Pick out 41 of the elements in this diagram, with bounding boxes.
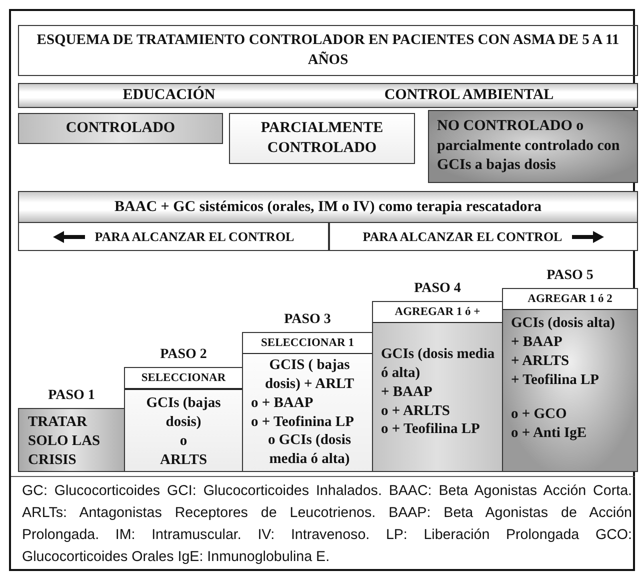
treatment-text: o + ARLTS [381, 402, 450, 420]
header-band [18, 83, 638, 108]
title: ESQUEMA DE TRATAMIENTO CONTROLADOR EN PACIENTES CON ASMA DE 5 A 11 AÑOS [36, 30, 620, 70]
treatment-text: TRATAR SOLO LAS CRISIS [28, 413, 102, 470]
direction-panel [18, 222, 329, 251]
treatment-text: o + GCO [511, 405, 567, 424]
step-heading: PASO 5 [546, 268, 594, 284]
treatment-text: o + BAAP [251, 394, 314, 413]
step-subheading: AGREGAR 1 ó + [373, 302, 502, 323]
footnote-text: GC: Glucocorticoides GCI: Glucocorticoides Inhalados. BAAC: Beta Agonistas Acción Corta. ARLTs: Antagonistas Receptores de Leucotrienos. BAAP: Beta Agonistas de Acción Prolongada. IM: Intramuscular. IV: Intravenoso. LP: Liberación Prolongada GCO: Glucocorticoides Orales IgE: Inmunoglobulina E. [22, 482, 632, 568]
treatment-text: o + Teofinina LP [251, 412, 354, 432]
status-text: PARCIALMENTE CONTROLADO [260, 119, 384, 158]
band-text: EDUCACIÓN [122, 87, 216, 104]
rescue-band [18, 191, 638, 223]
status-box [428, 110, 638, 183]
step-heading: PASO 1 [47, 388, 96, 404]
step-subheading: AGREGAR 1 ó 2 [503, 289, 637, 310]
panel-text: PARA ALCANZAR EL CONTROL [362, 228, 562, 244]
panel-text: PARA ALCANZAR EL CONTROL [94, 228, 294, 244]
treatment-text: GCIs (dosis alta) [511, 314, 615, 333]
treatment-text: + BAAP [381, 382, 432, 402]
treatment-text: + ARLTS [511, 352, 570, 371]
band-text: CONTROL AMBIENTAL [383, 87, 555, 104]
step-heading: PASO 2 [159, 347, 208, 363]
treatment-text: GCIs (dosis media ó alta) [381, 345, 496, 383]
treatment-text: + Teofilina LP [511, 370, 600, 390]
treatment-text: o [180, 432, 188, 451]
treatment-text: o + Teofilina LP [381, 420, 480, 440]
status-box [18, 113, 223, 144]
status-box [229, 113, 415, 164]
step-heading: PASO 4 [413, 281, 462, 297]
status-text: NO CONTROLADO o parcialmente controlado con GCIs a bajas dosis [437, 117, 621, 176]
direction-panel [329, 222, 638, 251]
treatment-text: GCIs (bajas dosis) [145, 394, 222, 432]
treatment-text: + BAAP [511, 332, 562, 352]
treatment-text: ARLTS [160, 450, 208, 470]
step-heading: PASO 3 [283, 312, 332, 328]
treatment-text: o + Anti IgE [511, 424, 587, 444]
treatment-text: o GCIs (dosis media ó alta) [267, 431, 352, 470]
band-text: BAAC + GC sistémicos (orales, IM o IV) como terapia rescatadora [114, 198, 542, 216]
status-text: CONTROLADO [66, 118, 176, 138]
